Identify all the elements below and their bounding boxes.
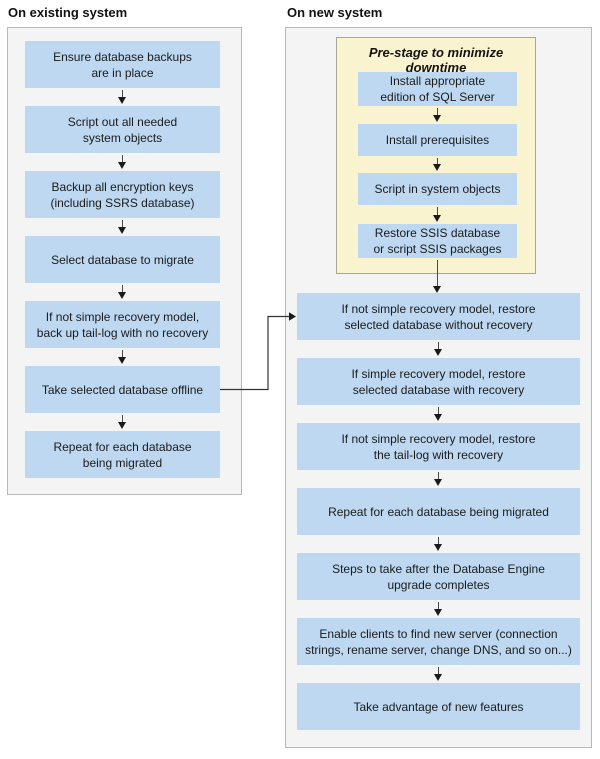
step-backup-encryption-keys: Backup all encryption keys (including SS…	[25, 171, 220, 218]
step-repeat-each-database-new: Repeat for each database being migrated	[297, 488, 580, 535]
step-take-database-offline: Take selected database offline	[25, 366, 220, 413]
step-backup-tail-log: If not simple recovery model, back up ta…	[25, 301, 220, 348]
arrow-down-icon	[118, 415, 127, 429]
step-restore-tail-log: If not simple recovery model, restore th…	[297, 423, 580, 470]
left-column-title: On existing system	[8, 5, 128, 20]
pre-stage-title: Pre-stage to minimize downtime	[368, 45, 504, 75]
step-restore-ssis: Restore SSIS database or script SSIS pac…	[358, 224, 517, 258]
right-column-title: On new system	[287, 5, 383, 20]
arrow-down-icon	[434, 342, 443, 356]
arrow-down-icon	[433, 207, 442, 222]
step-repeat-each-database-existing: Repeat for each database being migrated	[25, 431, 220, 478]
arrow-down-icon	[118, 90, 127, 104]
step-select-database: Select database to migrate	[25, 236, 220, 283]
step-enable-clients-find-server: Enable clients to find new server (conne…	[297, 618, 580, 665]
step-restore-without-recovery: If not simple recovery model, restore se…	[297, 293, 580, 340]
arrow-down-icon	[118, 285, 127, 299]
arrow-down-icon	[434, 667, 443, 681]
arrow-down-icon	[434, 472, 443, 486]
cross-panel-connector-arrow	[220, 312, 296, 391]
arrow-down-icon	[433, 108, 442, 122]
arrow-down-icon	[434, 602, 443, 616]
arrow-down-icon	[433, 158, 442, 171]
arrow-down-icon	[118, 220, 127, 234]
step-install-prerequisites: Install prerequisites	[358, 124, 517, 156]
arrow-down-icon	[434, 537, 443, 551]
arrow-down-icon	[118, 155, 127, 169]
step-script-in-system-objects: Script in system objects	[358, 173, 517, 205]
step-script-out-system-objects: Script out all needed system objects	[25, 106, 220, 153]
step-restore-with-recovery: If simple recovery model, restore select…	[297, 358, 580, 405]
arrow-down-icon	[433, 260, 442, 293]
step-post-upgrade-steps: Steps to take after the Database Engine …	[297, 553, 580, 600]
step-ensure-database-backups: Ensure database backups are in place	[25, 41, 220, 88]
arrow-down-icon	[434, 407, 443, 421]
arrow-down-icon	[118, 350, 127, 364]
step-install-sql-server: Install appropriate edition of SQL Serve…	[358, 72, 517, 106]
step-take-advantage-new-features: Take advantage of new features	[297, 683, 580, 730]
